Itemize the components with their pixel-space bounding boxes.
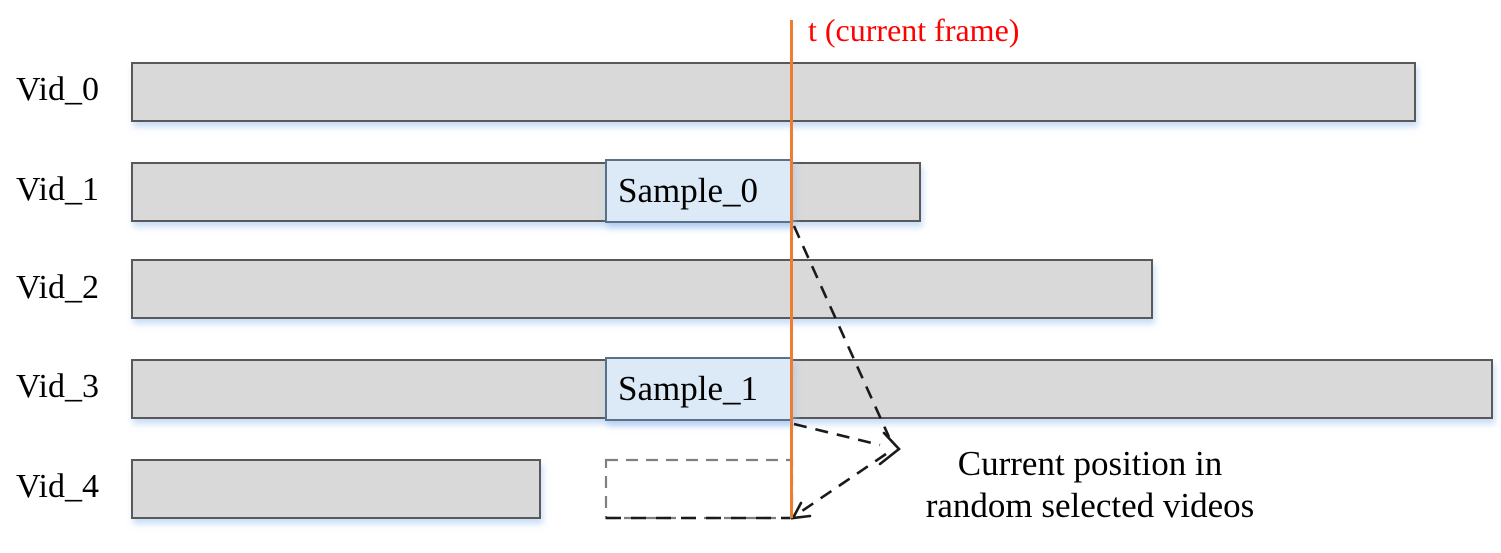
video-label-4: Vid_4 [16,468,99,505]
video-label-1: Vid_1 [16,171,99,208]
video-label-0: Vid_0 [16,71,99,108]
annotation-text: Current position in random selected vide… [890,443,1290,527]
sample-box-1-label: Sample_1 [618,369,758,408]
annotation-line-1: Current position in [957,444,1223,483]
arrowhead-down-left-icon [790,501,812,520]
annotation-line-2: random selected videos [925,486,1255,525]
connector-from-sample1 [793,422,881,447]
connector-to-placeholder [801,452,887,513]
video-bar-4 [131,459,541,519]
video-label-3: Vid_3 [16,368,99,405]
video-label-2: Vid_2 [16,269,99,306]
video-bar-1 [131,162,921,222]
video-bar-2 [131,259,1153,319]
video-bar-0 [131,62,1416,122]
video-bar-3 [131,359,1493,419]
sample-box-0-label: Sample_0 [618,171,758,210]
current-frame-label: t (current frame) [808,12,1020,48]
dashed-sample-placeholder-box [604,458,794,520]
sample-box-1: Sample_1 [605,357,793,421]
sample-box-0: Sample_0 [605,159,793,223]
